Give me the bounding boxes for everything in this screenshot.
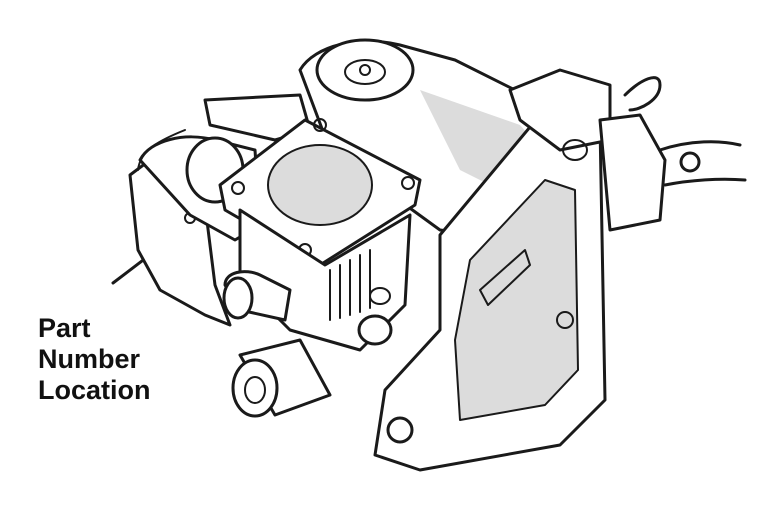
connector-cable-lower	[663, 177, 747, 187]
bracket-inner-cutout	[455, 180, 578, 420]
pulley-center-bolt	[359, 64, 371, 76]
outlet-hex-nut	[231, 358, 279, 418]
cover-bolt-1	[313, 118, 327, 132]
bracket-slot	[479, 249, 531, 306]
pump-head-disc	[268, 145, 372, 225]
pulley-outer	[315, 38, 415, 102]
sensor-wire	[623, 76, 662, 112]
center-fitting-top	[369, 287, 391, 305]
inlet-fitting-end	[222, 276, 254, 320]
center-fitting	[357, 314, 393, 346]
connector-plug	[679, 151, 701, 173]
callout-line-3: Location	[38, 375, 151, 405]
callout-line-1: Part	[38, 313, 91, 343]
part-number-location-callout: Part Number Location	[38, 313, 151, 406]
right-end-housing	[598, 113, 667, 232]
connector-cable-upper	[658, 140, 742, 152]
callout-line-2: Number	[38, 344, 141, 374]
cover-bolt-2	[401, 176, 415, 190]
cover-bolt-3	[231, 181, 245, 195]
rear-hose	[137, 129, 186, 171]
ear-hole	[562, 139, 588, 161]
bracket-bolt-mid	[556, 311, 574, 329]
bracket-bolt-lower	[386, 416, 414, 444]
pulley-inner	[344, 59, 386, 85]
bracket-inner-edge	[454, 179, 579, 421]
pump-head-ring	[267, 144, 373, 226]
outlet-nut-core	[244, 376, 266, 404]
